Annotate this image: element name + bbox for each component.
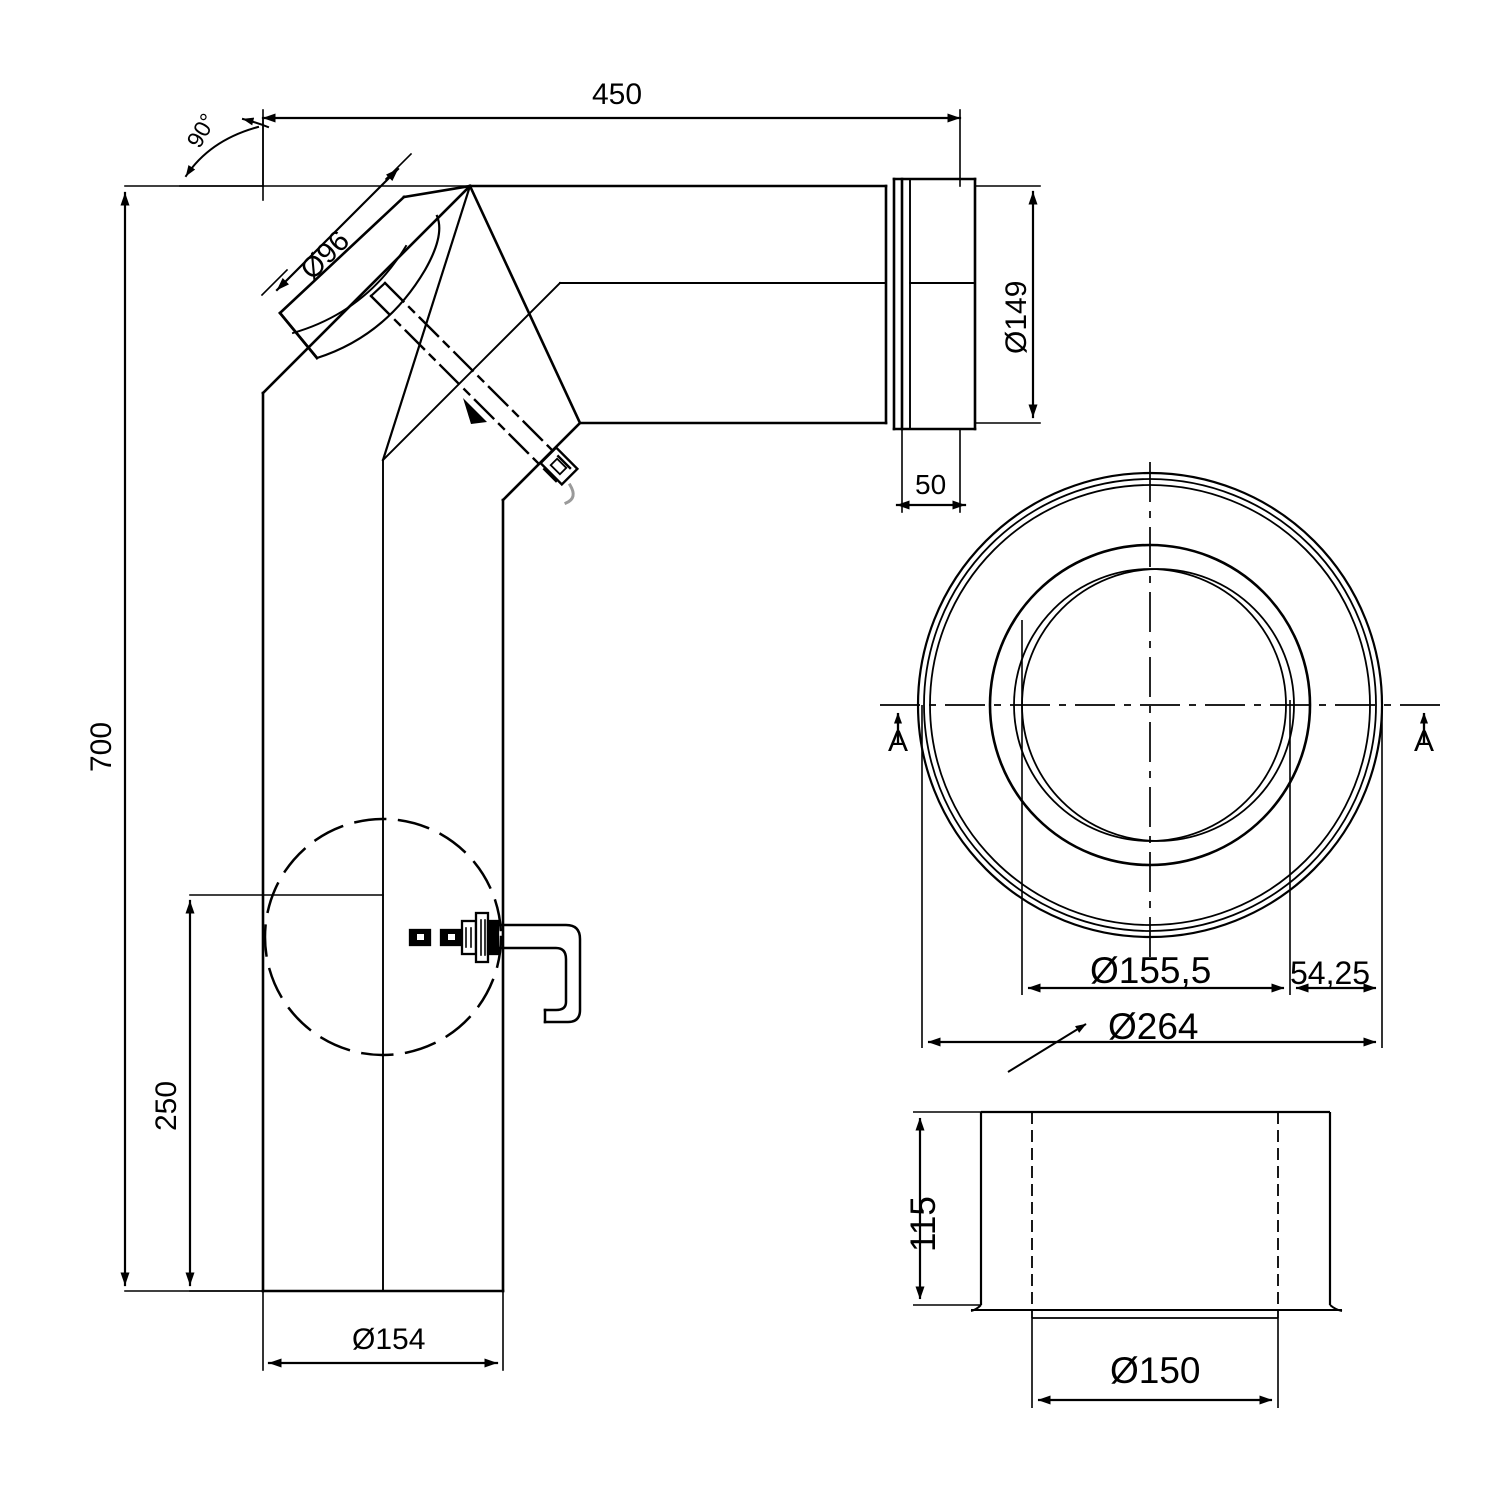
- damper-shaft-cap: [369, 281, 387, 298]
- damper-shaft-hidden: [369, 281, 572, 483]
- detail-dimension-lines: [913, 1111, 1279, 1408]
- handle-washer: [486, 919, 500, 956]
- damper-plate-hidden-circle: [263, 817, 503, 1057]
- elbow-outer-upper-left: [261, 184, 472, 395]
- section-centerlines: [880, 462, 1440, 960]
- damper-shaft-arrow: [463, 398, 487, 424]
- dim-section-offset: 54,25: [1290, 955, 1371, 991]
- dim-socket-length: 50: [915, 469, 947, 500]
- branch-port-face: [278, 311, 319, 360]
- detail-view-geometry: [913, 1110, 1343, 1408]
- branch-port-saddle-curve: [315, 214, 441, 360]
- damper-shaft-shadow: [564, 482, 575, 505]
- dim-horizontal-pipe-diameter: Ø149: [1000, 280, 1033, 354]
- damper-shaft-end-block: [538, 445, 580, 487]
- dim-detail-diameter: Ø150: [1110, 1350, 1201, 1391]
- dim-overall-height: 700: [85, 721, 118, 772]
- section-view-geometry: [880, 462, 1440, 1073]
- section-dimension-lines: [921, 620, 1383, 1073]
- dim-section-outer-diameter: Ø264: [1108, 1006, 1199, 1047]
- handle-lever-inner: [496, 946, 568, 1012]
- section-label-right: A: [1414, 725, 1435, 758]
- detail-flare-right: [1329, 1304, 1343, 1312]
- section-arrows: [894, 712, 1428, 745]
- main-view-geometry: [120, 109, 1041, 1371]
- dim-detail-height: 115: [904, 1196, 943, 1252]
- dim-overall-length: 450: [592, 78, 643, 111]
- dim-section-inner-diameter: Ø155,5: [1090, 950, 1212, 991]
- section-label-left: A: [888, 725, 909, 758]
- damper-handle-assembly: [408, 911, 582, 1024]
- handle-bushing: [460, 919, 478, 956]
- dim-vertical-pipe-diameter: Ø154: [352, 1323, 426, 1356]
- damper-shaft-end-hole: [549, 457, 568, 476]
- main-view-dimension-lines: [120, 109, 1041, 1371]
- handle-lever-outer: [496, 923, 582, 1024]
- elbow-right-mitre: [468, 184, 582, 425]
- dim-damper-height: 250: [150, 1080, 183, 1131]
- branch-port-top-join: [402, 184, 472, 199]
- handle-collar: [474, 911, 490, 964]
- elbow-mitre-seam-upper: [381, 281, 562, 462]
